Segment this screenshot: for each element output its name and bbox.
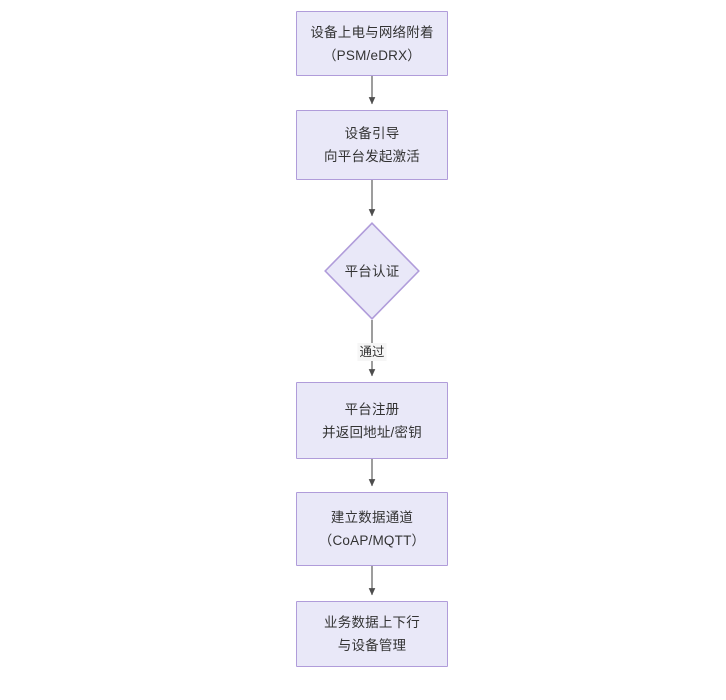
node-label: 平台认证 (344, 263, 400, 279)
node-label: 设备上电与网络附着 （PSM/eDRX） (310, 24, 434, 63)
node-device-power-on[interactable]: 设备上电与网络附着 （PSM/eDRX） (296, 11, 448, 76)
node-label: 业务数据上下行 与设备管理 (324, 615, 420, 653)
node-device-bootstrap[interactable]: 设备引导 向平台发起激活 (296, 110, 448, 180)
edge-label-pass: 通过 (357, 343, 387, 361)
node-platform-registration[interactable]: 平台注册 并返回地址/密钥 (296, 382, 448, 459)
node-establish-data-channel[interactable]: 建立数据通道 （CoAP/MQTT） (296, 492, 448, 566)
node-label: 设备引导 向平台发起激活 (324, 126, 420, 164)
node-label: 平台注册 并返回地址/密钥 (322, 401, 422, 440)
node-platform-authentication[interactable]: 平台认证 (324, 222, 420, 320)
node-business-data-and-device-management[interactable]: 业务数据上下行 与设备管理 (296, 601, 448, 667)
diamond-shape (324, 222, 420, 320)
node-label: 建立数据通道 （CoAP/MQTT） (318, 510, 426, 548)
